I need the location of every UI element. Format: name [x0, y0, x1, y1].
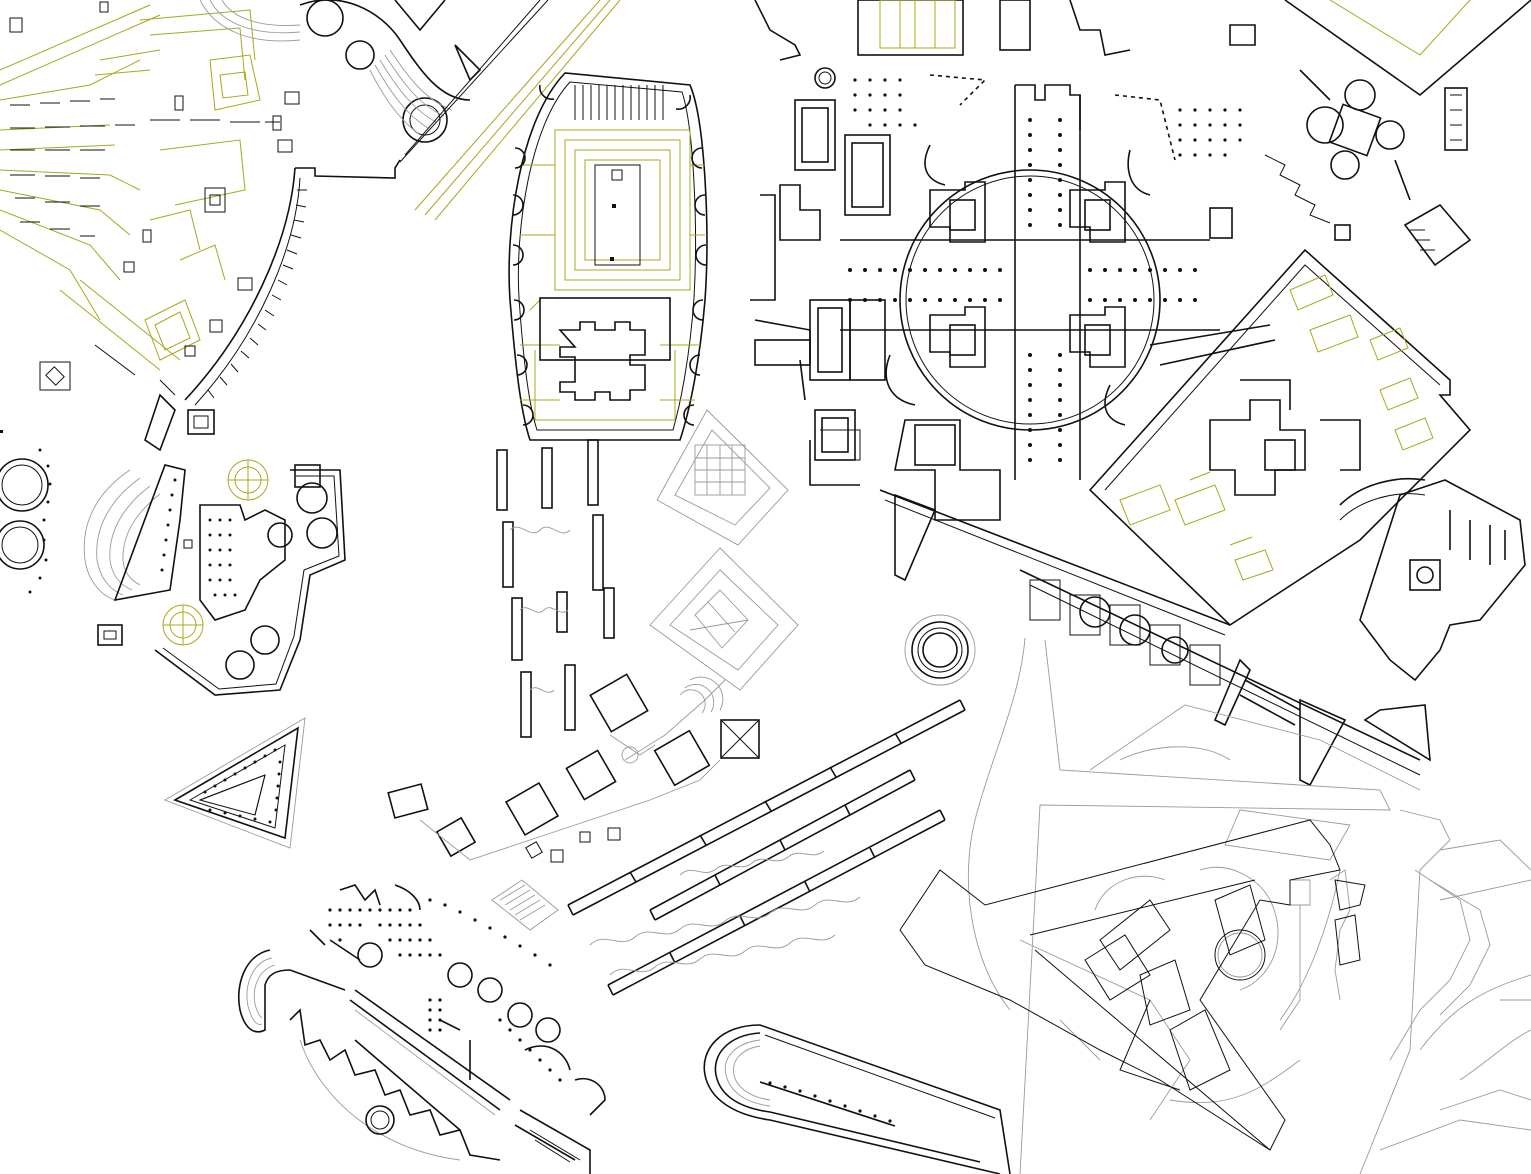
circus-left — [238, 949, 591, 1174]
left-edge-rotundas — [0, 430, 52, 594]
garden-parterre-top-left — [0, 1, 300, 396]
theatre-bath-complex — [83, 459, 346, 696]
diagonal-avenue — [414, 0, 621, 221]
olive-courtyard-top — [879, 0, 956, 49]
striped-stairs — [491, 879, 559, 931]
radial-pavilion-top-right — [1209, 0, 1531, 267]
grey-pyramid-upper — [656, 409, 789, 546]
angled-slab-building — [899, 819, 1366, 1151]
square-pavilions — [387, 673, 760, 863]
rotated-square-complex — [1088, 248, 1472, 627]
right-edge-block — [1359, 479, 1526, 682]
small-court — [820, 429, 861, 461]
dense-block-buildings — [750, 0, 1256, 521]
cruciform-grid-complex — [814, 67, 1242, 480]
triangular-pyramid — [163, 717, 306, 849]
circus-maximus — [703, 1024, 1011, 1174]
stoa-water-lines — [589, 850, 861, 976]
semicircular-theater-top — [199, 0, 549, 163]
water-channels — [509, 526, 571, 693]
diagonal-stoa-rows — [567, 699, 966, 996]
parallel-stoa-bars — [496, 439, 615, 738]
modern-grey-plan — [967, 637, 1531, 1174]
bath-complex-bottom — [309, 884, 606, 1116]
round-temple — [904, 614, 976, 686]
long-diagonal-gallery — [879, 489, 1431, 787]
oval-stadium-enclosure — [508, 72, 708, 441]
grey-pyramid-lower — [649, 547, 799, 691]
bastion-wall-arc — [144, 159, 401, 452]
